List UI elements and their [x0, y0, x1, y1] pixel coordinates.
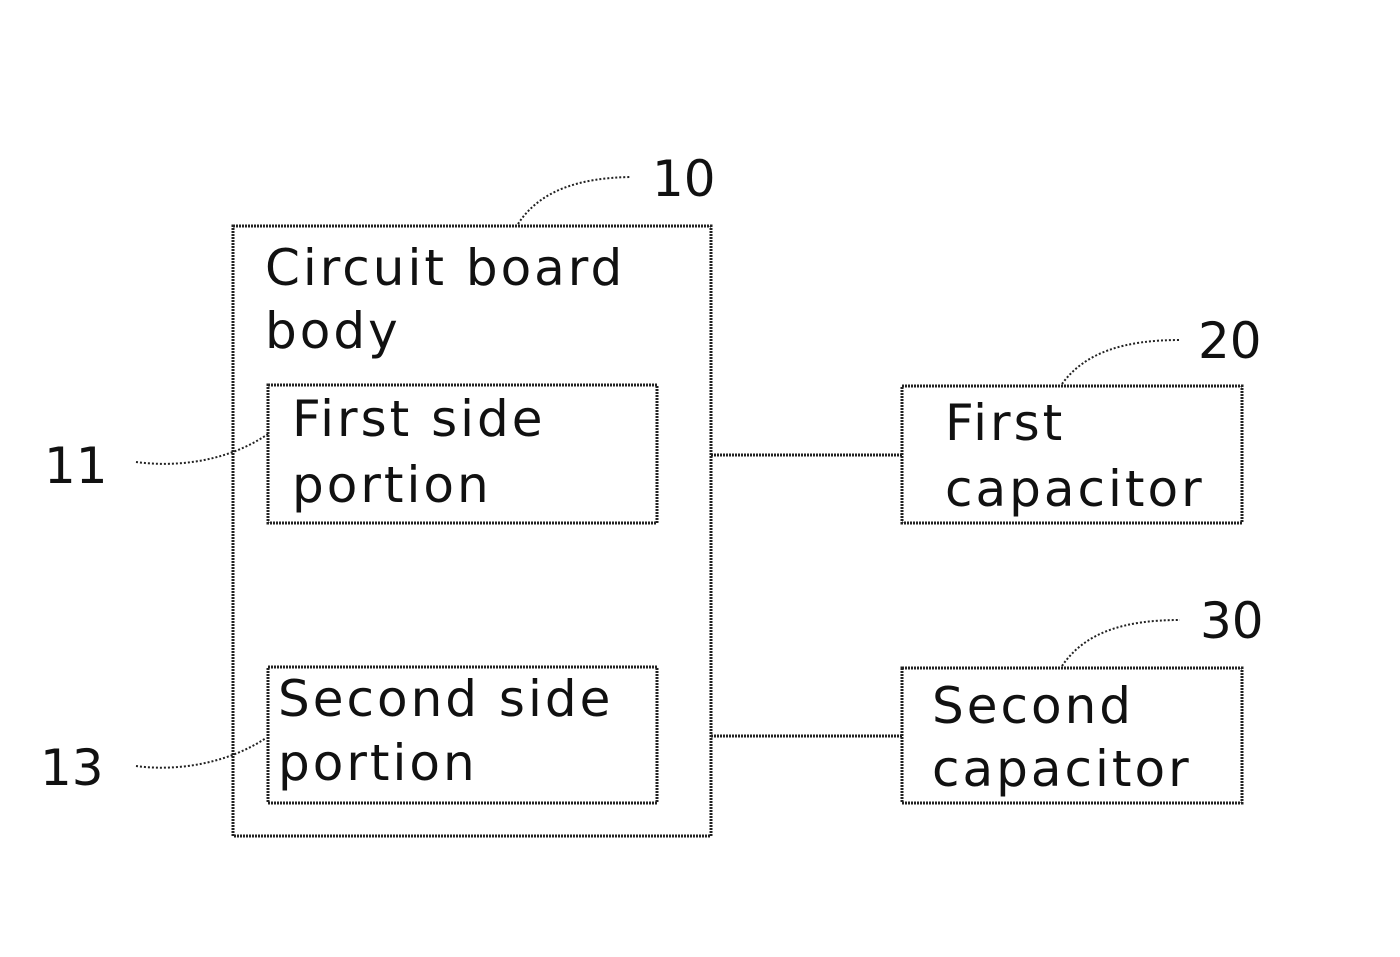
ref-numeral-30: 30 [1200, 592, 1264, 650]
leader-line-11 [136, 434, 268, 464]
circuit-board-body-label-line1: Circuit board [265, 239, 625, 297]
first-side-portion: First side portion [268, 385, 657, 523]
ref-numeral-11: 11 [44, 437, 108, 495]
second-capacitor-label-line2: capacitor [932, 740, 1192, 798]
second-side-portion: Second side portion [268, 667, 657, 803]
first-capacitor-label-line2: capacitor [945, 460, 1205, 518]
leader-line-13 [136, 738, 266, 768]
first-capacitor: First capacitor [902, 386, 1242, 523]
circuit-board-body-label-line2: body [265, 302, 401, 360]
ref-numeral-13: 13 [40, 739, 104, 797]
second-capacitor: Second capacitor [902, 668, 1242, 803]
leader-line-10 [518, 177, 630, 224]
leader-line-30 [1062, 620, 1180, 666]
ref-numeral-20: 20 [1198, 312, 1262, 370]
first-capacitor-label-line1: First [945, 394, 1065, 452]
second-side-portion-label-line1: Second side [278, 670, 613, 728]
leader-line-20 [1062, 340, 1180, 384]
first-side-portion-label-line1: First side [292, 390, 546, 448]
second-capacitor-label-line1: Second [932, 677, 1134, 735]
first-side-portion-label-line2: portion [292, 456, 492, 514]
ref-numeral-10: 10 [652, 150, 716, 208]
second-side-portion-label-line2: portion [278, 734, 478, 792]
